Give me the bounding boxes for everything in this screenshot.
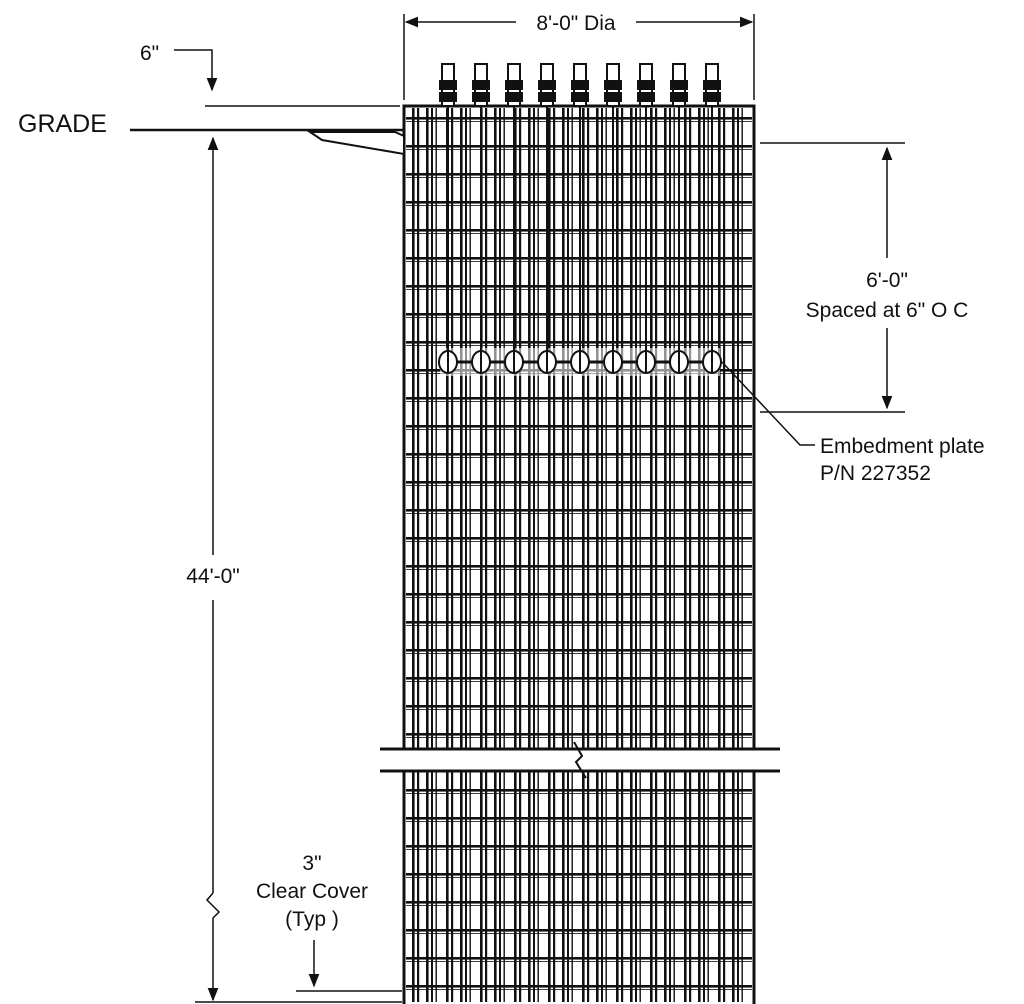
- depth-dimension: 44'-0": [186, 136, 402, 1003]
- top-offset-label: 6": [140, 42, 159, 65]
- grade-line: GRADE: [18, 110, 405, 156]
- embedment-label-line2: P/N 227352: [820, 462, 931, 485]
- spacing-value-label: 6'-0": [866, 269, 908, 292]
- anchor-bolt: [505, 63, 523, 372]
- anchor-bolt: [670, 63, 688, 372]
- diameter-dimension: 8'-0" Dia: [403, 12, 755, 100]
- anchor-bolt: [637, 63, 655, 372]
- pier-outline-lower: [402, 770, 756, 1004]
- anchor-bolt: [571, 63, 589, 372]
- cover-line2-label: Clear Cover: [256, 880, 368, 903]
- top-offset-dimension: 6": [140, 42, 400, 107]
- anchor-bolt: [439, 63, 457, 372]
- anchor-bolt: [703, 63, 721, 372]
- diameter-label: 8'-0" Dia: [536, 12, 615, 35]
- depth-label: 44'-0": [186, 565, 240, 588]
- embedment-callout: Embedment plate P/N 227352: [721, 361, 985, 485]
- anchor-bolt: [604, 63, 622, 372]
- anchor-bolt: [472, 63, 490, 372]
- rebar-cage-lower: [406, 770, 752, 1002]
- spacing-note-label: Spaced at 6" O C: [806, 299, 969, 322]
- anchor-bolts: [439, 63, 721, 372]
- break-line: [380, 741, 780, 779]
- spacing-dimension: 6'-0" Spaced at 6" O C: [760, 142, 969, 413]
- cover-line3-label: (Typ ): [285, 908, 339, 931]
- grade-label: GRADE: [18, 110, 107, 138]
- clear-cover-callout: 3" Clear Cover (Typ ): [256, 852, 402, 992]
- anchor-bolt: [538, 63, 556, 372]
- embedment-label-line1: Embedment plate: [820, 435, 985, 458]
- cover-value-label: 3": [302, 852, 321, 875]
